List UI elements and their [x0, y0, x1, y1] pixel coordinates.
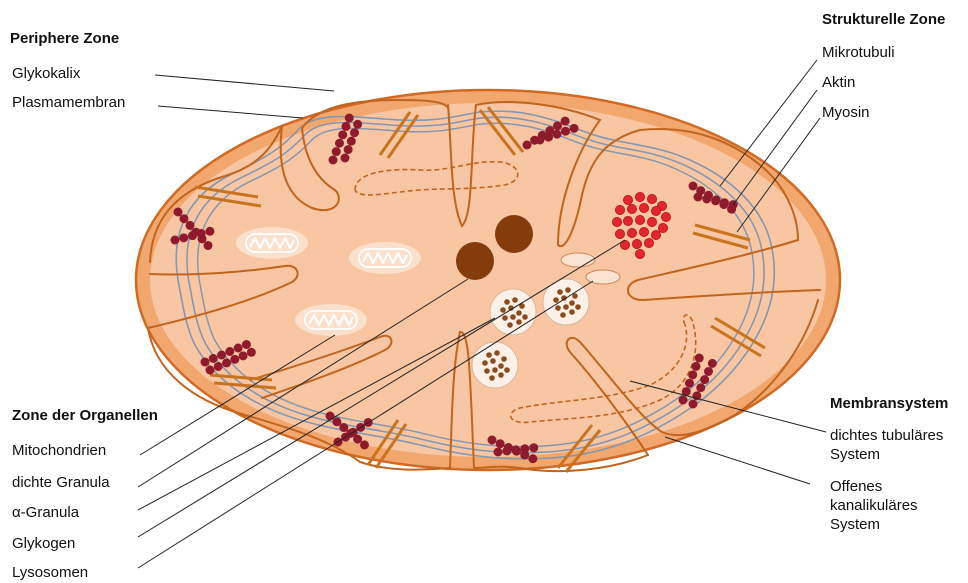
label-group-membransystem: Membransystem dichtes tubuläres System O… [830, 395, 948, 533]
granule-content-dot [507, 322, 513, 328]
glycogen-particle [623, 195, 632, 204]
label-myosin: Myosin [822, 104, 870, 121]
mitochondrion [349, 242, 421, 274]
granule-content-dot [555, 305, 561, 311]
granule-content-dot [563, 304, 569, 310]
dense-granule [456, 242, 494, 280]
alpha-granule-body [472, 342, 518, 388]
mitochondrion [295, 304, 367, 336]
granule-content-dot [504, 299, 510, 305]
glycogen-particle [644, 238, 653, 247]
glycogen-particle [661, 212, 670, 221]
granule-content-dot [489, 375, 495, 381]
label-mikrotubuli: Mikrotubuli [822, 44, 895, 61]
label-dichtes-tubulaeres-system-line2: System [830, 446, 880, 463]
granule-content-dot [494, 350, 500, 356]
glycogen-particle [651, 230, 660, 239]
label-glykogen: Glykogen [12, 535, 75, 552]
lysosome [561, 253, 595, 267]
granule-content-dot [492, 367, 498, 373]
label-dichte-granula: dichte Granula [12, 474, 110, 491]
glycogen-particle [639, 227, 648, 236]
glycogen-particle [632, 239, 641, 248]
granule-content-dot [560, 312, 566, 318]
granule-content-dot [510, 314, 516, 320]
label-mitochondrien: Mitochondrien [12, 442, 106, 459]
label-alpha-granula: α-Granula [12, 504, 80, 521]
granule-content-dot [557, 289, 563, 295]
label-offenes-kanalikulaeres-system-line3: System [830, 516, 880, 533]
glycogen-particle [623, 216, 632, 225]
granule-content-dot [522, 314, 528, 320]
glycogen-particle [658, 223, 667, 232]
glycogen-particle [635, 249, 644, 258]
glycogen-particle [651, 206, 660, 215]
glycogen-particle [635, 192, 644, 201]
glycogen-particle [639, 203, 648, 212]
granule-content-dot [575, 304, 581, 310]
granule-content-dot [500, 307, 506, 313]
heading-periphere-zone: Periphere Zone [10, 30, 119, 47]
cytoplasm [150, 103, 826, 457]
granule-content-dot [490, 358, 496, 364]
alpha-granule-body [490, 289, 536, 335]
glycogen-particle [647, 217, 656, 226]
glycogen-particle [647, 194, 656, 203]
glycogen-particle [627, 228, 636, 237]
label-dichtes-tubulaeres-system-line1: dichtes tubuläres [830, 427, 943, 444]
mitochondrion [236, 227, 308, 259]
label-offenes-kanalikulaeres-system-line2: kanalikuläres [830, 497, 918, 514]
granule-content-dot [553, 297, 559, 303]
leader-line-glykokalix [155, 75, 334, 91]
heading-strukturelle-zone: Strukturelle Zone [822, 11, 945, 28]
granule-content-dot [569, 300, 575, 306]
granule-content-dot [569, 309, 575, 315]
heading-membransystem: Membransystem [830, 395, 948, 412]
label-aktin: Aktin [822, 74, 855, 91]
label-group-periphere-zone: Periphere Zone Glykokalix Plasmamembran [10, 30, 125, 111]
label-group-zone-der-organellen: Zone der Organellen Mitochondrien dichte… [12, 407, 158, 581]
granule-content-dot [512, 297, 518, 303]
granule-content-dot [482, 360, 488, 366]
dense-granule [495, 215, 533, 253]
glycogen-particle [612, 217, 621, 226]
label-group-strukturelle-zone: Strukturelle Zone Mikrotubuli Aktin Myos… [822, 11, 945, 121]
heading-zone-der-organellen: Zone der Organellen [12, 407, 158, 424]
alpha-granule [472, 342, 518, 388]
granule-content-dot [504, 367, 510, 373]
myosin-filament [498, 447, 540, 452]
label-lysosomen: Lysosomen [12, 564, 88, 581]
glycogen-particle [615, 229, 624, 238]
granule-content-dot [516, 319, 522, 325]
granule-content-dot [516, 310, 522, 316]
label-plasmamembran: Plasmamembran [12, 94, 125, 111]
label-glykokalix: Glykokalix [12, 65, 81, 82]
granule-content-dot [501, 356, 507, 362]
glycogen-particle [615, 205, 624, 214]
granule-content-dot [484, 368, 490, 374]
granule-content-dot [565, 287, 571, 293]
glycogen-particle [627, 204, 636, 213]
leader-line-plasmamembran [158, 106, 303, 118]
granule-content-dot [486, 352, 492, 358]
alpha-granule [490, 289, 536, 335]
granule-content-dot [498, 363, 504, 369]
label-offenes-kanalikulaeres-system-line1: Offenes [830, 478, 882, 495]
granule-content-dot [498, 372, 504, 378]
glycogen-particle [635, 215, 644, 224]
granule-content-dot [502, 315, 508, 321]
leader-line-offenes-kanalikulaeres-system [665, 437, 810, 484]
